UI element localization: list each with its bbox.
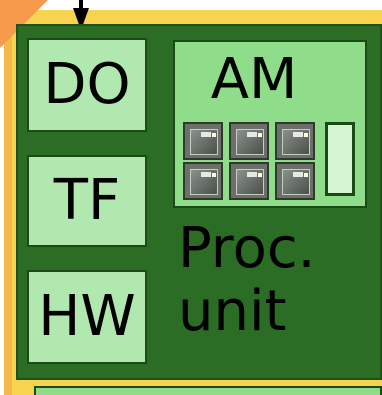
chip-icon — [229, 162, 269, 200]
do-label: DO — [43, 57, 130, 113]
chip-icon — [275, 162, 315, 200]
processing-unit-line2: unit — [178, 281, 315, 344]
chip-icon — [229, 122, 269, 160]
tf-label: TF — [54, 173, 120, 229]
outer-left-edge — [4, 10, 12, 395]
tf-box: TF — [27, 155, 147, 247]
processing-unit-line1: Proc. — [178, 218, 315, 281]
chip-icon — [275, 122, 315, 160]
slot-indicator — [325, 122, 355, 196]
bottom-box — [34, 386, 382, 395]
chip-icon — [183, 162, 223, 200]
hw-box: HW — [27, 270, 147, 364]
processing-unit-label: Proc. unit — [178, 218, 315, 343]
chip-icon — [183, 122, 223, 160]
do-box: DO — [27, 38, 147, 132]
am-title: AM — [173, 52, 335, 108]
hw-label: HW — [38, 289, 135, 345]
